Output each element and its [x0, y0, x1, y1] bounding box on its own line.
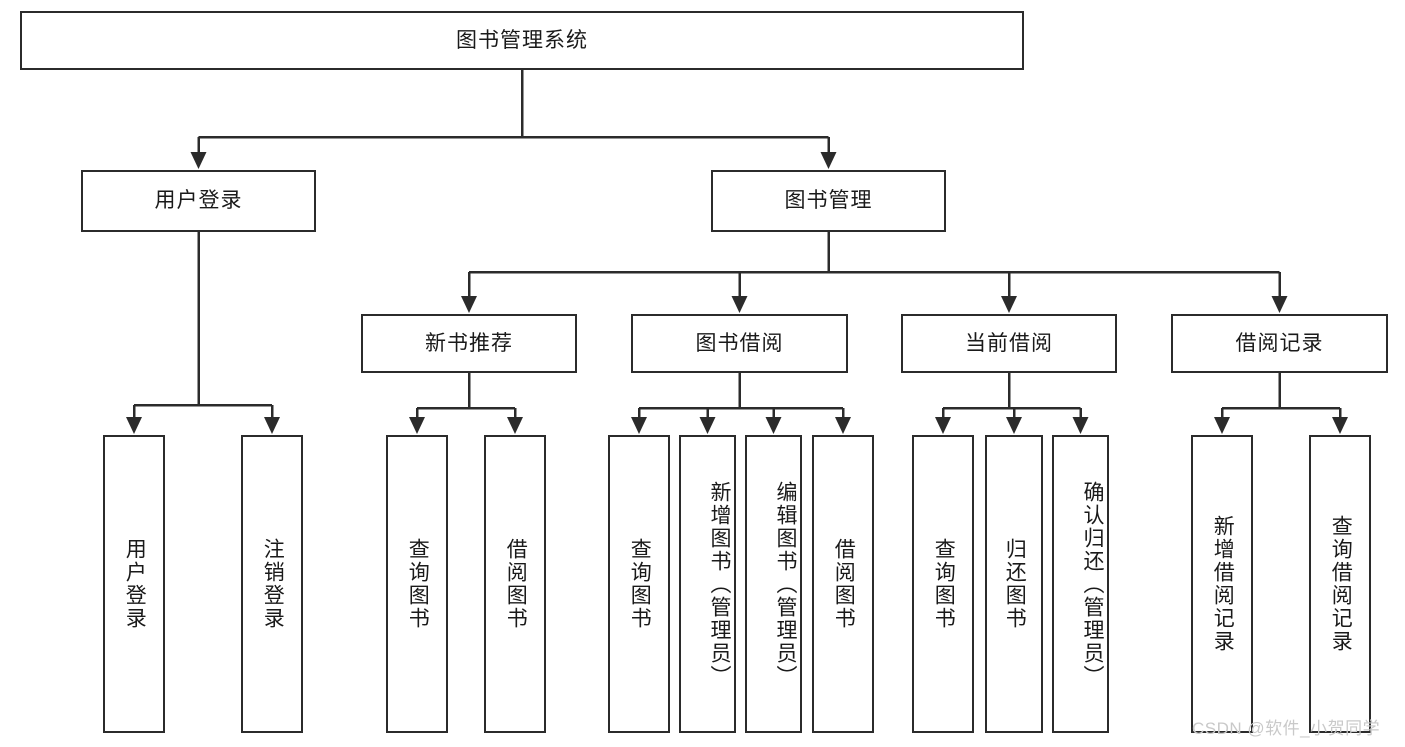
node-label: 注销登录 — [261, 538, 285, 630]
node-label: 查询借阅记录 — [1329, 515, 1353, 653]
watermark-label: CSDN @软件_小贺同学 — [1192, 719, 1381, 738]
node-label: 图书管理系统 — [456, 28, 588, 52]
node-newbook-1[interactable]: 查询图书 — [386, 435, 448, 733]
node-label: 借阅图书 — [832, 538, 856, 630]
node-newbook[interactable]: 新书推荐 — [361, 314, 577, 373]
node-current[interactable]: 当前借阅 — [901, 314, 1117, 373]
node-label: 借阅记录 — [1235, 331, 1324, 355]
connector-group-records — [1214, 373, 1348, 434]
node-label: 用户登录 — [123, 538, 147, 630]
node-label: 新增图书（管理员） — [708, 480, 731, 688]
node-label: 查询图书 — [932, 538, 956, 630]
arrowhead — [835, 417, 851, 434]
node-label: 新增借阅记录 — [1211, 515, 1235, 653]
node-label: 查询图书 — [628, 538, 652, 630]
arrowhead — [264, 417, 280, 434]
node-records[interactable]: 借阅记录 — [1171, 314, 1388, 373]
node-label: 借阅图书 — [504, 538, 528, 630]
node-label: 用户登录 — [154, 189, 243, 213]
node-root[interactable]: 图书管理系统 — [20, 11, 1024, 70]
node-label: 图书借阅 — [695, 331, 784, 355]
node-borrow-1[interactable]: 查询图书 — [608, 435, 670, 733]
node-label: 编辑图书（管理员） — [774, 480, 797, 688]
arrowhead — [1072, 417, 1089, 434]
arrowhead — [699, 417, 716, 434]
connector-group-newbook — [409, 373, 523, 434]
arrowhead — [126, 417, 142, 434]
arrowhead — [507, 417, 523, 434]
node-login-1[interactable]: 用户登录 — [103, 435, 165, 733]
node-borrow-4[interactable]: 借阅图书 — [812, 435, 874, 733]
node-login[interactable]: 用户登录 — [81, 170, 316, 232]
node-newbook-2[interactable]: 借阅图书 — [484, 435, 546, 733]
arrowhead — [731, 296, 748, 313]
node-label: 归还图书 — [1003, 538, 1027, 630]
arrowhead — [190, 152, 207, 169]
arrowhead — [820, 152, 837, 169]
connector-group-root — [190, 70, 837, 169]
node-login-2[interactable]: 注销登录 — [241, 435, 303, 733]
arrowhead — [1214, 417, 1230, 434]
arrowhead — [409, 417, 425, 434]
node-current-1[interactable]: 查询图书 — [912, 435, 974, 733]
arrowhead — [631, 417, 647, 434]
node-label: 图书管理 — [784, 189, 873, 213]
node-label: 确认归还（管理员） — [1081, 480, 1104, 688]
node-borrow-2[interactable]: 新增图书（管理员） — [679, 435, 736, 733]
connector-group-borrow — [631, 373, 851, 434]
node-current-3[interactable]: 确认归还（管理员） — [1052, 435, 1109, 733]
arrowhead — [935, 417, 951, 434]
connector-group-current — [935, 373, 1089, 434]
arrowhead — [765, 417, 782, 434]
node-borrow[interactable]: 图书借阅 — [631, 314, 848, 373]
node-label: 当前借阅 — [965, 331, 1053, 355]
arrowhead — [1006, 417, 1022, 434]
arrowhead — [1271, 296, 1288, 313]
arrowhead — [1001, 296, 1017, 313]
node-label: 查询图书 — [406, 538, 430, 630]
node-records-1[interactable]: 新增借阅记录 — [1191, 435, 1253, 733]
node-label: 新书推荐 — [425, 331, 513, 355]
connector-group-bookmgmt — [461, 232, 1288, 313]
node-borrow-3[interactable]: 编辑图书（管理员） — [745, 435, 802, 733]
node-current-2[interactable]: 归还图书 — [985, 435, 1043, 733]
connector-group-login — [126, 232, 280, 434]
node-bookmgmt[interactable]: 图书管理 — [711, 170, 946, 232]
node-records-2[interactable]: 查询借阅记录 — [1309, 435, 1371, 733]
arrowhead — [461, 296, 477, 313]
arrowhead — [1332, 417, 1348, 434]
